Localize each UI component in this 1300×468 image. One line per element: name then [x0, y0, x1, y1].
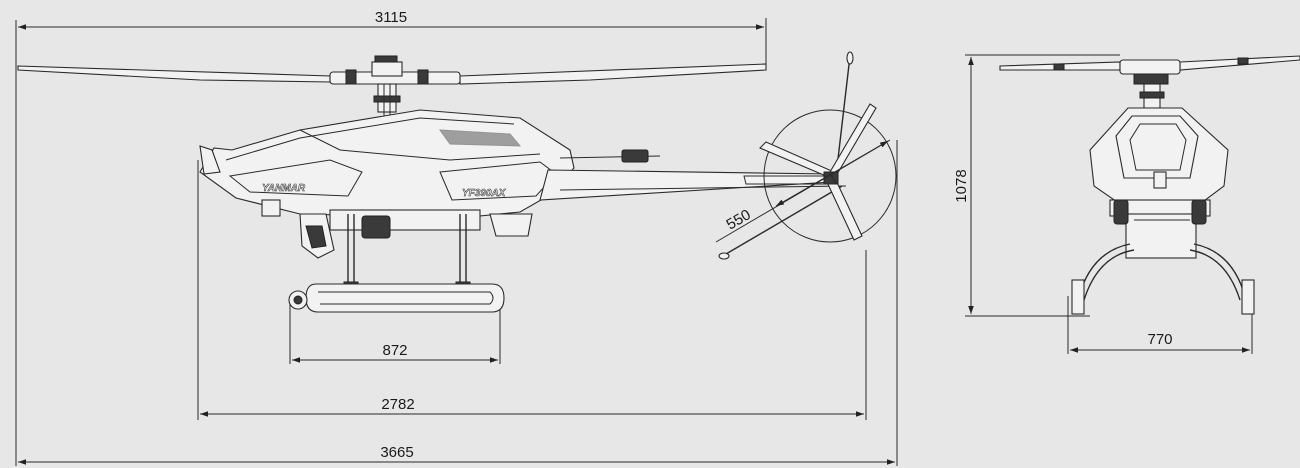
main-rotor-blade-left — [17, 65, 331, 83]
landing-gear — [288, 214, 505, 313]
brand-marking: YANMAR — [262, 183, 306, 194]
dim-skid-width: 770 — [1147, 331, 1172, 348]
main-rotor-blade-right — [459, 63, 767, 85]
fuselage-crease — [225, 117, 515, 161]
pump-unit — [361, 215, 391, 239]
front-rotor-head — [1119, 59, 1181, 75]
model-marking: YF390AX — [462, 188, 507, 199]
front-canopy — [1115, 115, 1199, 179]
rear-sprayer — [489, 213, 533, 237]
dim-tail-rotor: 550 — [724, 206, 754, 233]
dim-skid-length: 872 — [382, 342, 407, 359]
intake-grille — [438, 129, 522, 147]
camera-lens — [305, 225, 327, 249]
side-panel — [228, 159, 363, 197]
front-sensor — [261, 199, 281, 217]
tail-fin-upper — [759, 141, 836, 177]
front-gear-left — [1077, 243, 1131, 301]
front-tank — [1125, 213, 1197, 259]
rotor-head — [329, 55, 461, 118]
front-sensor-mount — [1153, 171, 1167, 189]
side-view: 3115 872 2782 3665 — [15, 9, 898, 466]
rear-antenna-tip — [718, 252, 730, 260]
canopy-line — [299, 129, 541, 161]
nose-fin — [199, 145, 221, 175]
tail-rotor-blade-upper — [829, 103, 877, 177]
front-skid-left — [1071, 279, 1085, 315]
dim-height: 1078 — [953, 169, 970, 202]
antenna-tip — [846, 51, 854, 65]
tail-boom — [539, 169, 833, 201]
gps-module — [621, 149, 649, 163]
front-skid-right — [1241, 279, 1255, 315]
front-gear-right — [1193, 243, 1247, 301]
front-view: 1078 770 — [953, 54, 1300, 354]
equipment-plate — [329, 209, 481, 231]
dim-rotor-span: 3115 — [375, 9, 407, 26]
dim-body-length: 2782 — [381, 396, 414, 413]
dim-total-length: 3665 — [380, 444, 413, 461]
skid — [305, 283, 505, 313]
